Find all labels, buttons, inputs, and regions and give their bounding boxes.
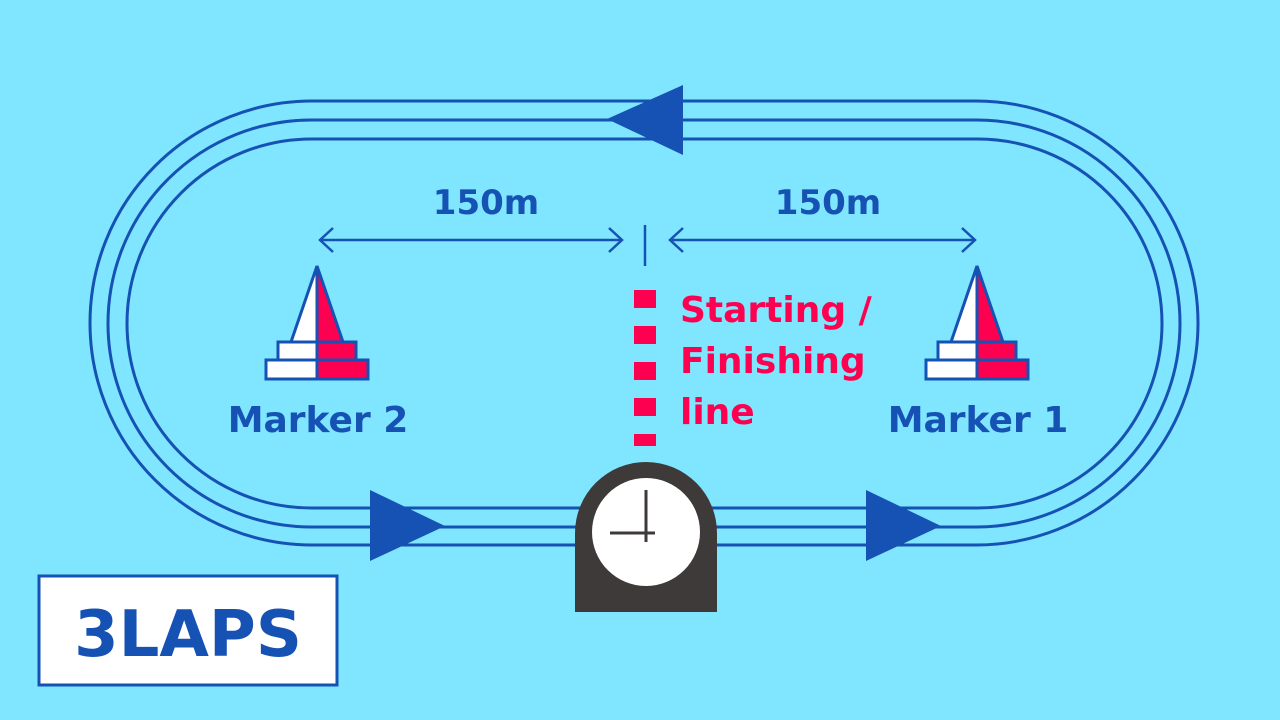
distance-label-right: 150m (775, 183, 881, 223)
marker-1-label: Marker 1 (888, 400, 1069, 441)
laps-box (37, 574, 339, 687)
marker-2-cone-icon (264, 265, 370, 381)
track-inner-lane (125, 137, 1164, 510)
marker-2-label: Marker 2 (228, 400, 409, 441)
direction-arrow-right-icon (370, 490, 445, 561)
start-finish-label: Starting / Finishing line (680, 290, 884, 433)
clock-icon (575, 462, 717, 612)
distance-label-left: 150m (433, 183, 539, 223)
marker-1-cone-icon (924, 265, 1030, 381)
distance-indicators (318, 225, 977, 266)
direction-arrow-left-icon (607, 85, 683, 155)
laps-label: 3LAPS (74, 598, 302, 672)
direction-arrow-right-icon (866, 490, 941, 561)
